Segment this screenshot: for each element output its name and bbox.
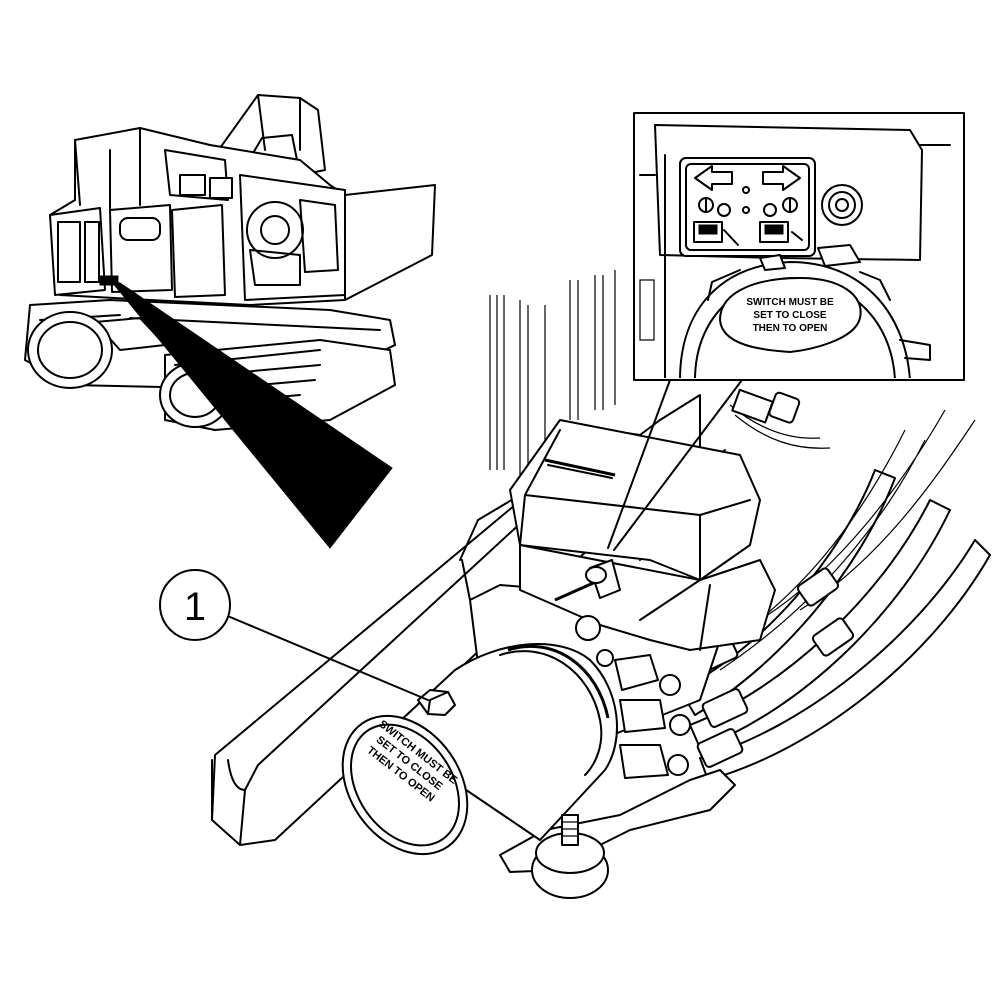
arrow-left-icon bbox=[694, 165, 733, 191]
location-pointer bbox=[110, 281, 393, 549]
inset-leader bbox=[607, 379, 743, 551]
callout-number: 1 bbox=[184, 585, 206, 629]
pump-assembly bbox=[341, 419, 776, 899]
valve-closed-icon bbox=[759, 197, 803, 243]
machine-overview bbox=[24, 94, 436, 431]
hose-fittings bbox=[575, 615, 691, 779]
inset-decal: SWITCH MUST BE SET TO CLOSE THEN TO OPEN bbox=[746, 297, 834, 334]
callout-1: 1 bbox=[159, 569, 429, 701]
arrow-right-icon bbox=[762, 165, 801, 191]
callout-circle bbox=[159, 569, 231, 641]
callout-leader bbox=[229, 616, 429, 701]
valve-open-icon bbox=[693, 197, 739, 246]
inset-decal-line2: SET TO CLOSE bbox=[753, 310, 826, 321]
inset-detail bbox=[607, 112, 965, 551]
inset-decal-line3: THEN TO OPEN bbox=[753, 323, 828, 334]
inset-decal-line1: SWITCH MUST BE bbox=[746, 297, 834, 308]
